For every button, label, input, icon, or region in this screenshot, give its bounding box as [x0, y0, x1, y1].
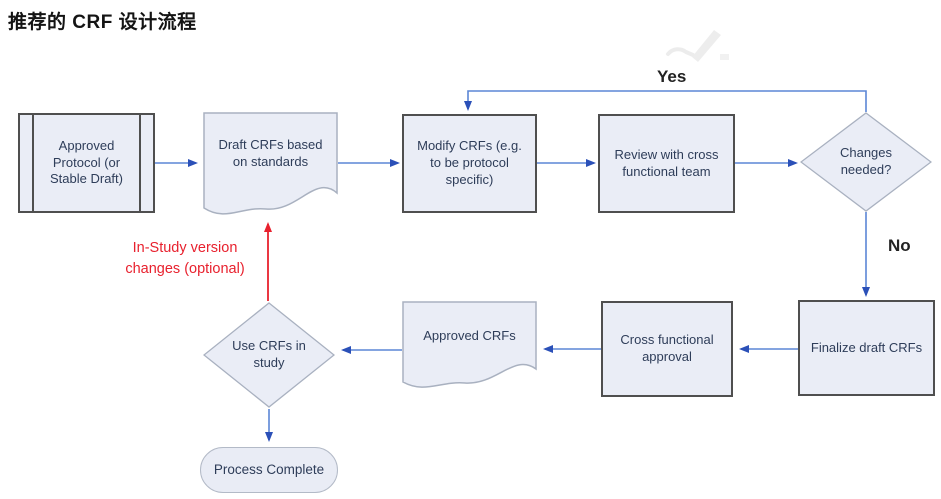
node-changes-needed: Changes needed?: [800, 112, 932, 212]
edge-label-yes: Yes: [657, 67, 687, 86]
node-use-crfs-label: Use CRFs in study: [232, 338, 306, 370]
node-changes-needed-label: Changes needed?: [839, 145, 893, 177]
node-finalize-draft-label: Finalize draft CRFs: [810, 339, 923, 355]
node-modify-crfs: Modify CRFs (e.g. to be protocol specifi…: [402, 114, 537, 213]
node-approved-crfs-label: Approved CRFs: [423, 327, 516, 343]
edge-label-no: No: [888, 236, 911, 255]
node-process-complete: Process Complete: [200, 447, 338, 493]
node-review-team: Review with cross functional team: [598, 114, 735, 213]
page-title: 推荐的 CRF 设计流程: [8, 12, 197, 33]
node-approved-crfs: Approved CRFs: [402, 301, 537, 397]
annotation-in-study-changes: In-Study version changes (optional): [125, 240, 245, 278]
node-approved-protocol-label: Approved Protocol (or Stable Draft): [50, 137, 123, 187]
node-cross-approval: Cross functional approval: [601, 301, 733, 397]
node-cross-approval-label: Cross functional approval: [620, 332, 714, 364]
node-review-team-label: Review with cross functional team: [614, 146, 719, 179]
watermark-check-icon: [660, 28, 750, 71]
node-process-complete-label: Process Complete: [213, 462, 325, 478]
node-modify-crfs-label: Modify CRFs (e.g. to be protocol specifi…: [417, 138, 522, 187]
node-finalize-draft: Finalize draft CRFs: [798, 300, 935, 396]
node-draft-crfs-label: Draft CRFs based on standards: [218, 137, 323, 169]
node-draft-crfs: Draft CRFs based on standards: [203, 112, 338, 226]
node-approved-protocol: Approved Protocol (or Stable Draft): [18, 113, 155, 213]
node-use-crfs: Use CRFs in study: [203, 302, 335, 408]
